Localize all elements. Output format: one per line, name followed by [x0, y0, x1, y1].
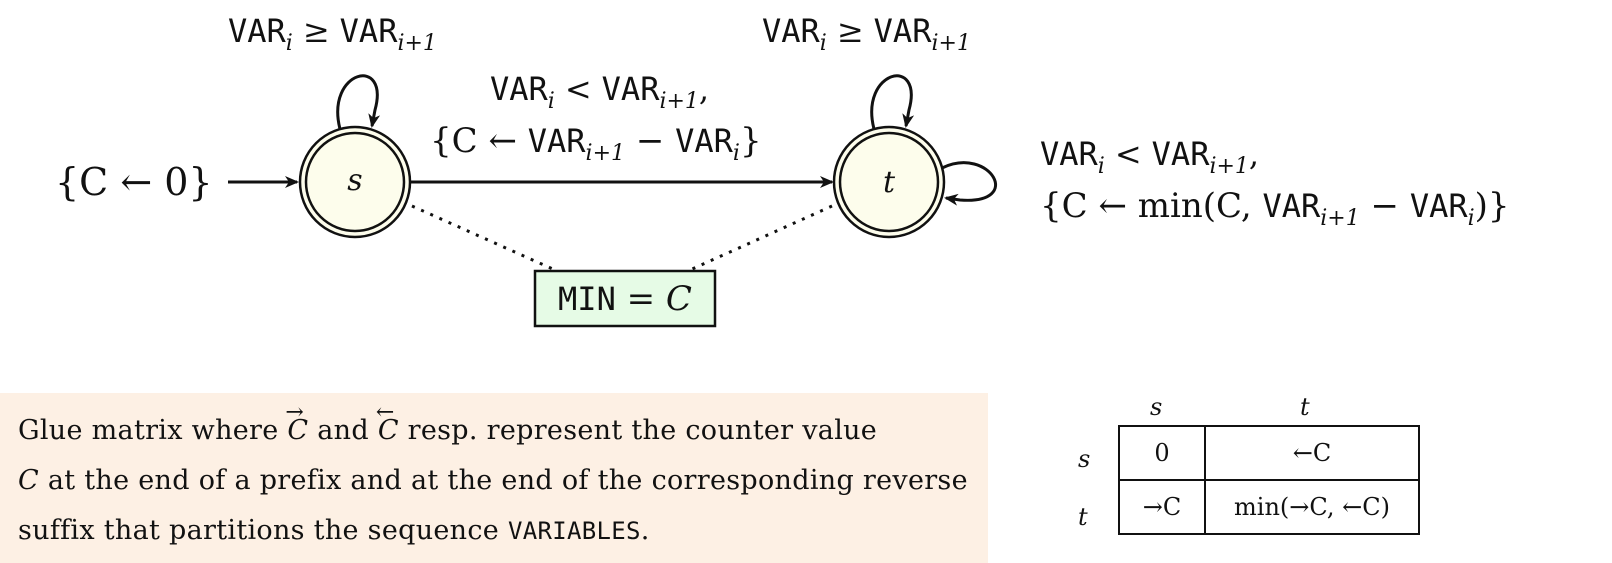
loop-t-top	[870, 74, 915, 130]
loop-s-label: VARi≥VARi+1	[228, 12, 437, 56]
loop-t-right	[941, 161, 997, 206]
final-link-s	[411, 204, 556, 272]
edge-s-t-label-line1: VARi<VARi+1,	[490, 70, 709, 114]
loop-s	[336, 74, 381, 130]
automaton-diagram: {C ← 0} s t VARi≥VARi+1 VARi≥VARi+1 VARi…	[55, 12, 1510, 328]
glue-col-header-t: t	[1300, 393, 1310, 421]
glue-cell-s-s: 0	[1118, 425, 1206, 481]
start-label: {C ← 0}	[55, 160, 213, 204]
loop-t-right-label-line2: {C ← min(C, VARi+1 − VARi)}	[1040, 186, 1510, 231]
state-s: s	[298, 125, 412, 239]
glue-cell-t-t: min(→C, ←C)	[1204, 479, 1420, 535]
edge-s-t-label-line2: {C ← VARi+1 − VARi}	[430, 121, 762, 166]
c-right-symbol: →C	[285, 400, 309, 446]
glue-row-header-s: s	[1078, 445, 1091, 473]
state-s-label: s	[347, 163, 362, 198]
caption-text: Glue matrix where →C and ←C resp. repres…	[18, 400, 968, 546]
loop-t-right-label-line1: VARi<VARi+1,	[1040, 135, 1259, 179]
state-t: t	[832, 125, 946, 239]
caption-box	[0, 393, 988, 563]
loop-t-top-label: VARi≥VARi+1	[762, 12, 971, 56]
glue-cell-s-t: ←C	[1204, 425, 1420, 481]
c-left-symbol: ←C	[375, 400, 399, 446]
final-box	[533, 269, 717, 328]
glue-col-header-s: s	[1150, 393, 1163, 421]
glue-cell-t-s: →C	[1118, 479, 1206, 535]
final-link-t	[689, 204, 833, 272]
glue-row-header-t: t	[1078, 503, 1088, 531]
final-box-label: MIN = C	[558, 279, 692, 319]
state-t-label: t	[883, 165, 896, 200]
glue-matrix: 0 ←C →C min(→C, ←C)	[1118, 425, 1420, 535]
